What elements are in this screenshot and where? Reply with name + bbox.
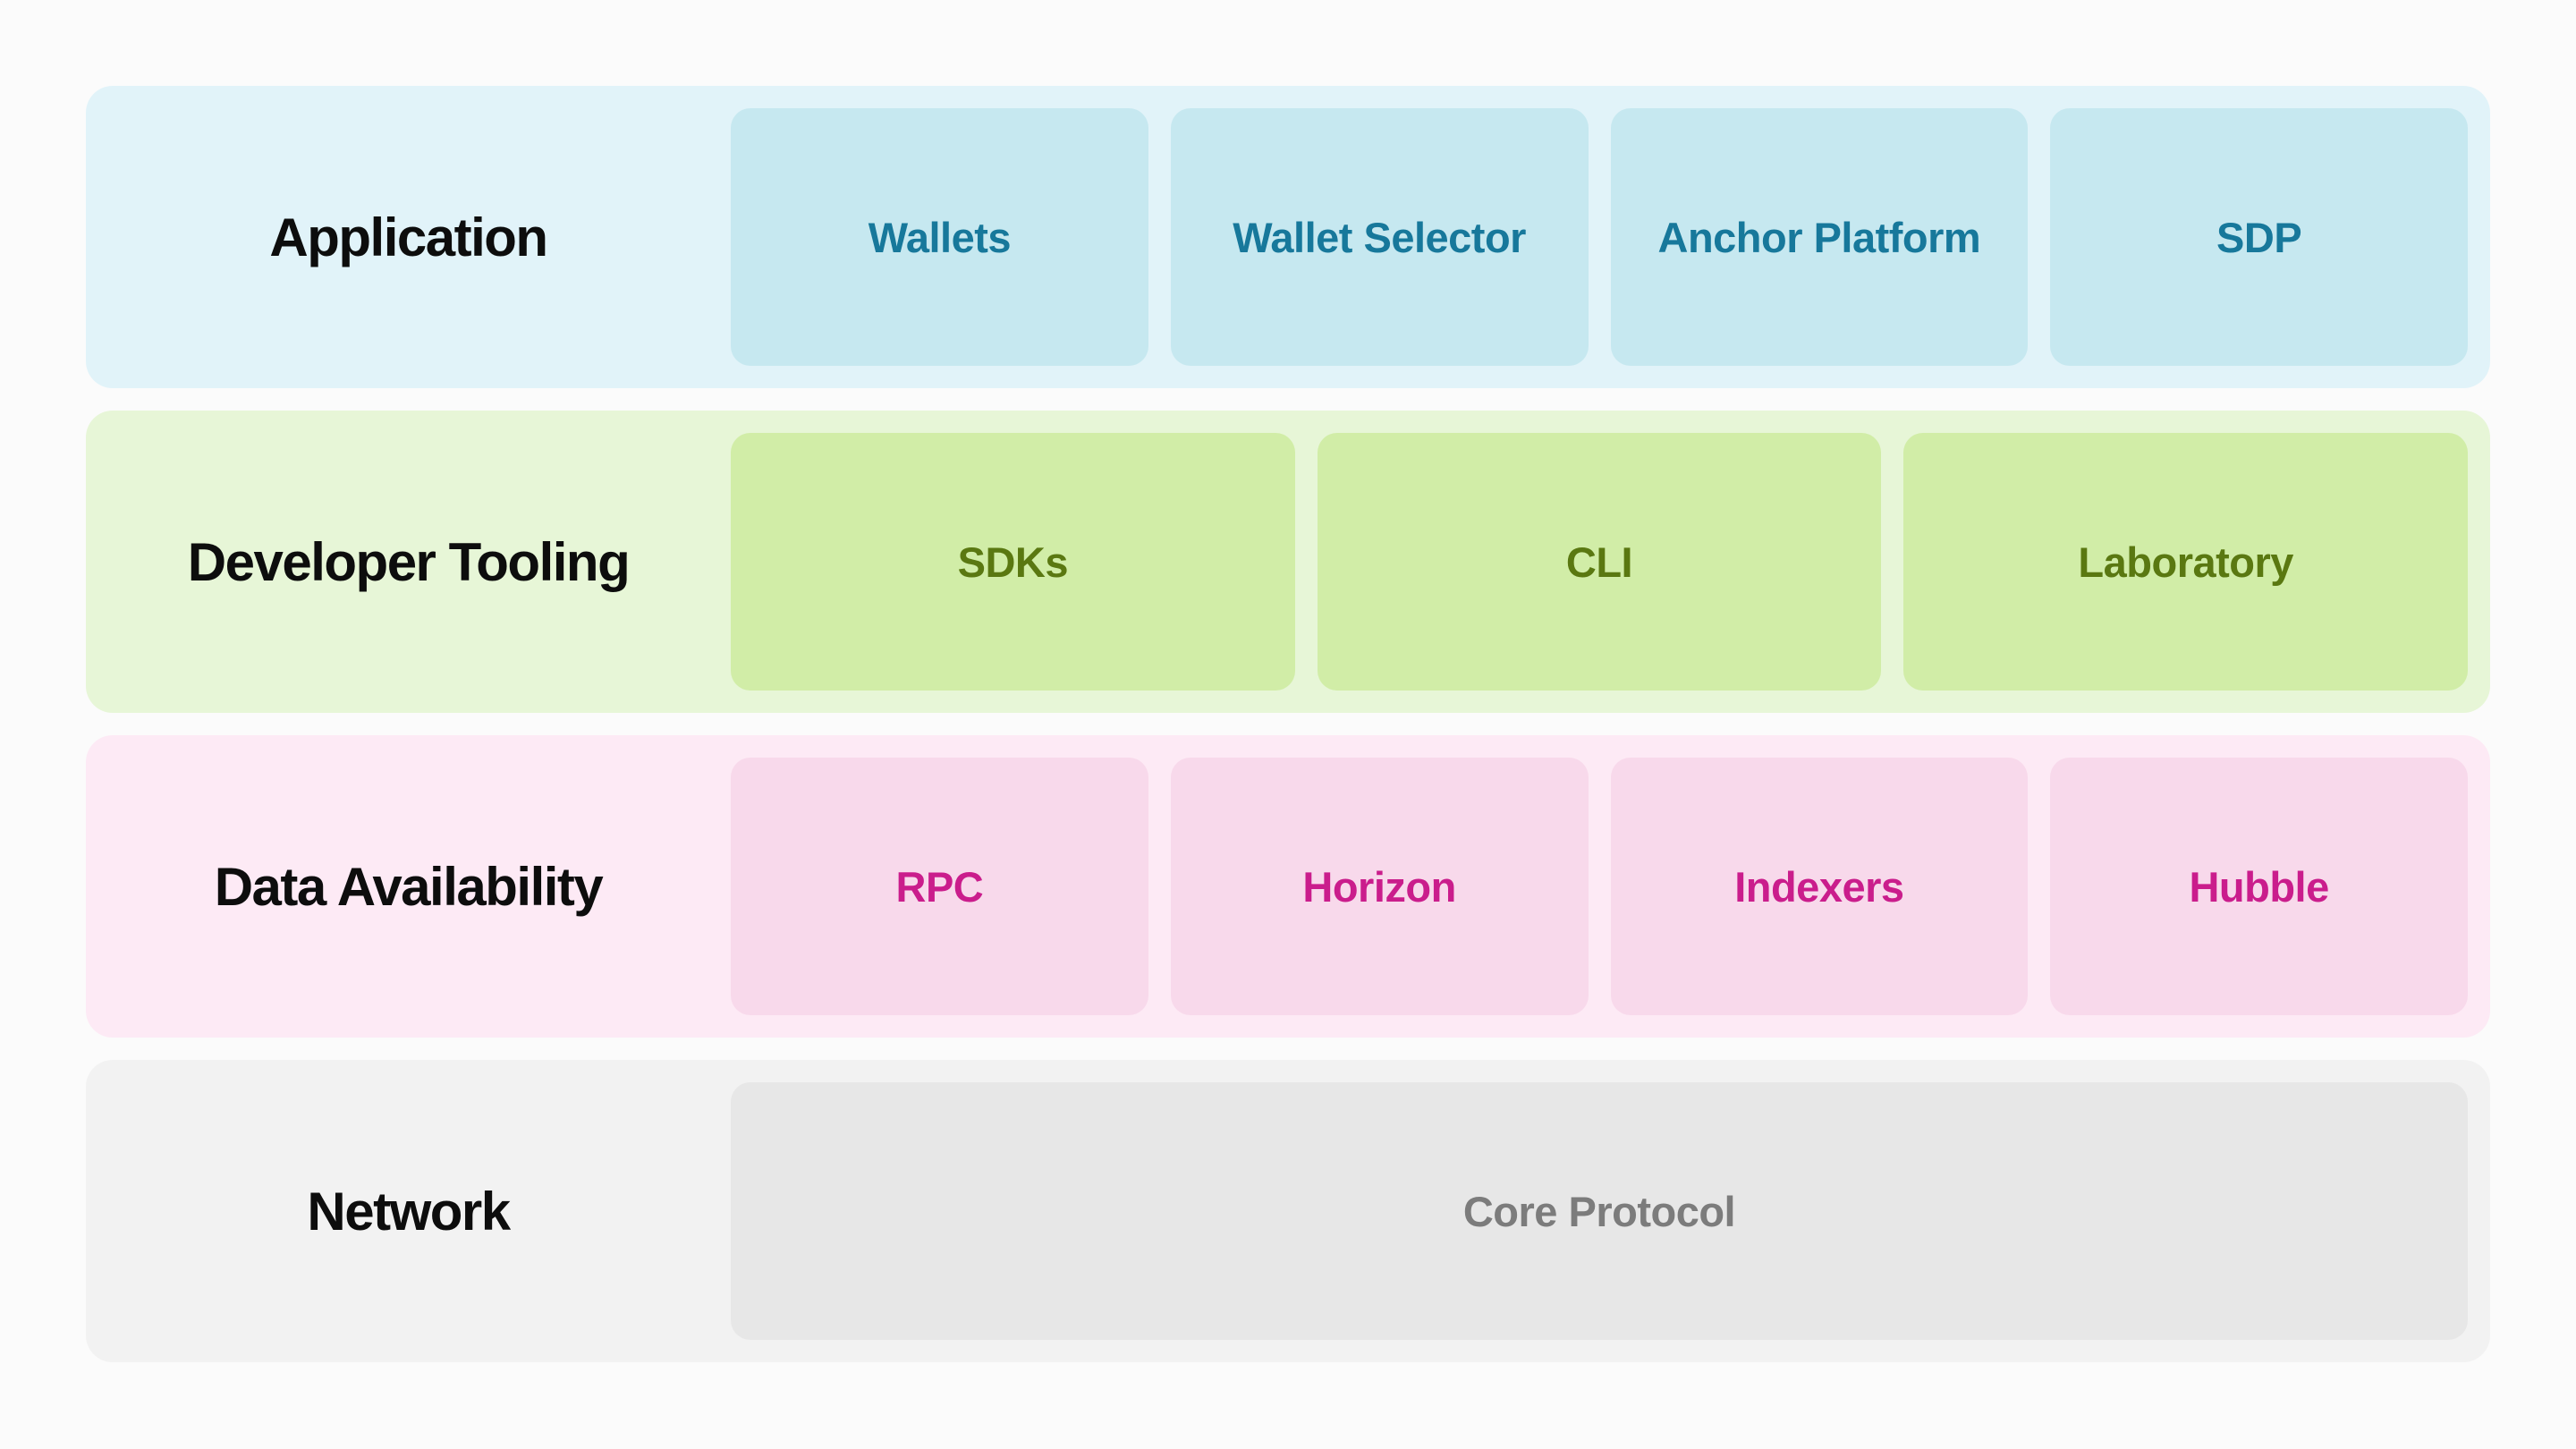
tech-box-sdp: SDP: [2050, 108, 2468, 366]
tech-box-wallets: Wallets: [731, 108, 1148, 366]
tech-box-indexers: Indexers: [1610, 758, 2029, 1015]
tech-box-wallet-selector: Wallet Selector: [1170, 108, 1589, 366]
layer-boxes-network: Core Protocol: [731, 1060, 2490, 1362]
architecture-stack-diagram: Application Wallets Wallet Selector Anch…: [86, 86, 2490, 1362]
tech-box-laboratory: Laboratory: [1903, 433, 2469, 691]
tech-box-core-protocol: Core Protocol: [731, 1082, 2468, 1340]
layer-boxes-developer-tooling: SDKs CLI Laboratory: [731, 411, 2490, 713]
layer-boxes-data-availability: RPC Horizon Indexers Hubble: [731, 735, 2490, 1038]
layer-label-network: Network: [307, 1181, 511, 1241]
tech-box-hubble: Hubble: [2050, 758, 2468, 1015]
tech-box-sdks: SDKs: [731, 433, 1295, 691]
layer-row-developer-tooling: Developer Tooling SDKs CLI Laboratory: [86, 411, 2490, 713]
tech-box-rpc: RPC: [731, 758, 1148, 1015]
layer-label-application: Application: [269, 207, 548, 267]
layer-label-developer-tooling: Developer Tooling: [187, 531, 631, 592]
layer-row-network: Network Core Protocol: [86, 1060, 2490, 1362]
layer-row-data-availability: Data Availability RPC Horizon Indexers H…: [86, 735, 2490, 1038]
tech-box-anchor-platform: Anchor Platform: [1610, 108, 2029, 366]
layer-row-application: Application Wallets Wallet Selector Anch…: [86, 86, 2490, 388]
tech-box-horizon: Horizon: [1170, 758, 1589, 1015]
tech-box-cli: CLI: [1317, 433, 1882, 691]
layer-boxes-application: Wallets Wallet Selector Anchor Platform …: [731, 86, 2490, 388]
layer-label-data-availability: Data Availability: [214, 856, 604, 917]
